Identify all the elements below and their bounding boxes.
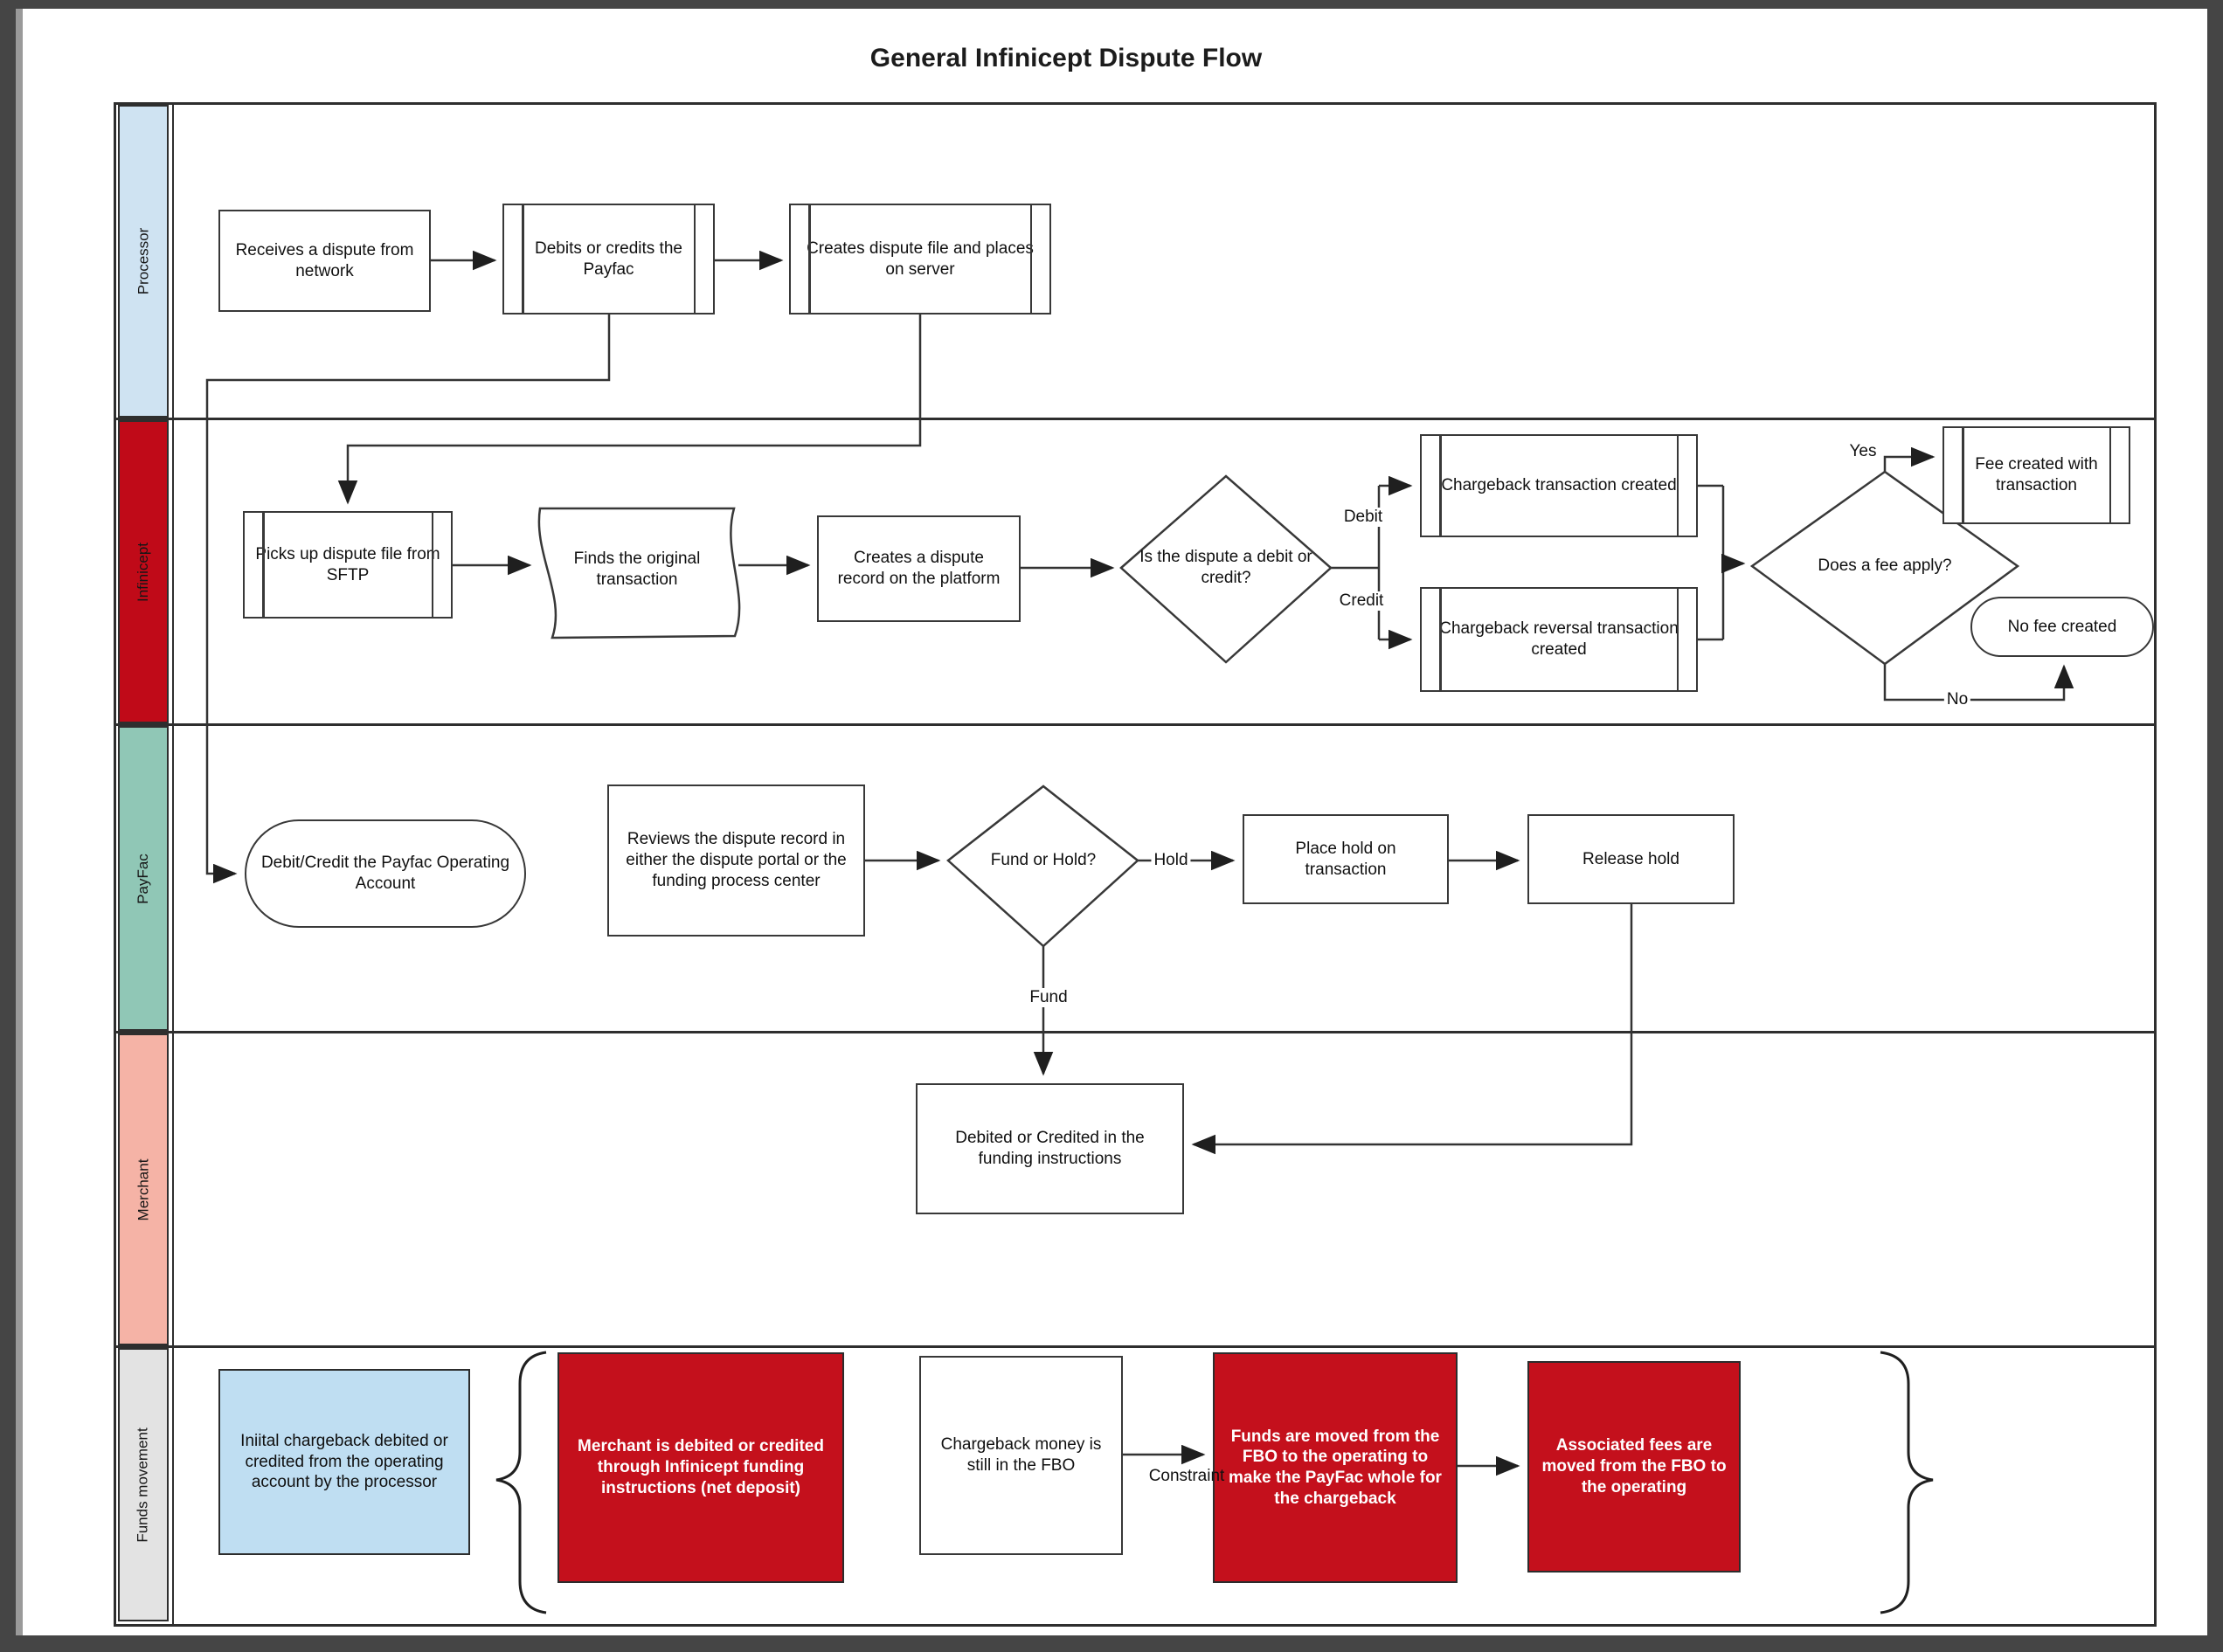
predefined-process-bar [1962, 428, 1964, 522]
predefined-process-bar [522, 205, 524, 313]
decision-fund-hold-shape [946, 785, 1139, 948]
node-label: Picks up dispute file from SFTP [255, 544, 440, 584]
node-operating-account: Debit/Credit the Payfac Operating Accoun… [245, 819, 526, 928]
predefined-process-bar [1029, 205, 1032, 313]
node-creates-record: Creates a dispute record on the platform [817, 515, 1021, 622]
predefined-process-bar [1439, 589, 1442, 690]
predefined-process-bar [262, 513, 265, 617]
node-label: Creates dispute file and places on serve… [807, 238, 1034, 279]
node-finds-original: Finds the original transaction [573, 550, 701, 589]
node-chargeback-fbo: Chargeback money is still in the FBO [919, 1356, 1123, 1555]
left-gray-strip [16, 9, 23, 1635]
lane-funds-movement: Funds movement [116, 1345, 2154, 1621]
document-finds-original-shape [537, 507, 741, 639]
node-fee-created: Fee created with transaction [1943, 426, 2130, 524]
node-label: Debits or credits the Payfac [535, 238, 682, 279]
node-chargeback-reversal: Chargeback reversal transaction created [1420, 587, 1698, 692]
lane-payfac: PayFac [116, 723, 2154, 1031]
edge-label-debit: Debit [1340, 508, 1386, 527]
predefined-process-bar [1676, 589, 1679, 690]
node-place-hold: Place hold on transaction [1243, 814, 1449, 904]
edge-label-constraint: Constraint [1148, 1467, 1225, 1485]
node-no-fee-created: No fee created [1970, 597, 2154, 657]
connector-debits-to-operating-account [205, 315, 611, 884]
node-debits-credits-payfac: Debits or credits the Payfac [502, 204, 715, 315]
predefined-process-bar [693, 205, 696, 313]
node-creates-dispute-file: Creates dispute file and places on serve… [789, 204, 1051, 315]
node-label: Fee created with transaction [1975, 455, 2098, 494]
edge-label-yes: Yes [1846, 442, 1880, 461]
node-label: Chargeback transaction created [1441, 476, 1677, 495]
left-curly-brace [495, 1351, 547, 1614]
decision-debit-credit-label: Is the dispute a debit or credit? [1139, 548, 1312, 587]
swimlane-container: Processor Infinicept PayFac Merchant Fun… [114, 102, 2157, 1627]
node-initial-chargeback: Iniital chargeback debited or credited f… [218, 1369, 470, 1555]
decision-fund-hold-label: Fund or Hold? [990, 851, 1097, 870]
predefined-process-bar [808, 205, 811, 313]
right-curly-brace [1880, 1351, 1934, 1614]
connector-creates-file-to-picks-up [337, 315, 922, 505]
node-fees-moved: Associated fees are moved from the FBO t… [1527, 1361, 1741, 1573]
node-funds-moved: Funds are moved from the FBO to the oper… [1213, 1352, 1458, 1583]
edge-label-credit: Credit [1336, 591, 1387, 611]
lane-label-cell-payfac: PayFac [118, 726, 169, 1031]
connector-yes-branch [1883, 446, 1936, 472]
node-chargeback-created: Chargeback transaction created [1420, 434, 1698, 537]
node-merchant-debited: Merchant is debited or credited through … [557, 1352, 844, 1583]
node-receives-dispute: Receives a dispute from network [218, 210, 431, 312]
lane-inner-border [172, 102, 174, 1627]
edge-label-no: No [1943, 690, 1971, 709]
node-reviews-record: Reviews the dispute record in either the… [607, 785, 865, 937]
decision-fee-apply-label: Does a fee apply? [1818, 556, 1952, 576]
node-picks-up-file: Picks up dispute file from SFTP [243, 511, 453, 619]
lane-merchant: Merchant [116, 1031, 2154, 1345]
edge-label-fund: Fund [1027, 988, 1070, 1007]
lane-label-cell-merchant: Merchant [118, 1033, 169, 1345]
predefined-process-bar [431, 513, 433, 617]
predefined-process-bar [2109, 428, 2111, 522]
diagram-title: General Infinicept Dispute Flow [869, 44, 1263, 73]
lane-label-cell-processor: Processor [118, 105, 169, 418]
lane-processor: Processor [116, 105, 2154, 418]
predefined-process-bar [1439, 436, 1442, 536]
node-debited-credited-funding: Debited or Credited in the funding instr… [916, 1083, 1184, 1214]
decision-debit-credit-shape [1119, 474, 1333, 664]
edge-label-hold: Hold [1151, 851, 1191, 870]
lane-infinicept: Infinicept [116, 418, 2154, 723]
predefined-process-bar [1676, 436, 1679, 536]
connector-release-to-debited [1191, 904, 1633, 1155]
lane-label-cell-funds-movement: Funds movement [118, 1348, 169, 1621]
lane-label-cell-infinicept: Infinicept [118, 420, 169, 723]
connector-no-branch [1883, 664, 2074, 702]
node-release-hold: Release hold [1527, 814, 1735, 904]
node-label: Chargeback reversal transaction created [1439, 619, 1679, 659]
